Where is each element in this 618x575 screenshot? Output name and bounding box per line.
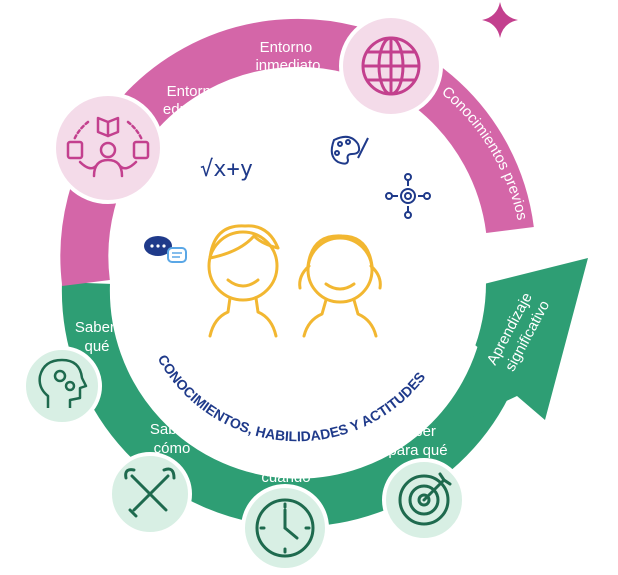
globe-icon: [339, 14, 443, 118]
chat-bubbles-icon: [144, 236, 187, 263]
clock-icon: [241, 484, 329, 572]
math-expression: √x+y: [200, 157, 253, 182]
tools-icon: [108, 452, 192, 536]
people-books-icon: [52, 92, 164, 204]
saber-como-label: Saber cómo: [150, 421, 194, 457]
entorno-inmediato-label: Entorno inmediato: [255, 39, 320, 74]
head-gears-icon: [22, 346, 102, 426]
entorno-educativo-label: Entorno educativo: [163, 83, 227, 118]
saber-que-label: Saber qué: [75, 319, 119, 355]
gear-network-icon: [385, 173, 431, 219]
palette-icon: [330, 135, 369, 165]
children-icon: [207, 224, 382, 338]
target-icon: [382, 458, 466, 542]
sparkle-icon: [482, 2, 518, 38]
saber-para-que-label: Saber para qué: [388, 423, 447, 459]
saber-cuando-label: Saber cuándo: [261, 451, 310, 486]
